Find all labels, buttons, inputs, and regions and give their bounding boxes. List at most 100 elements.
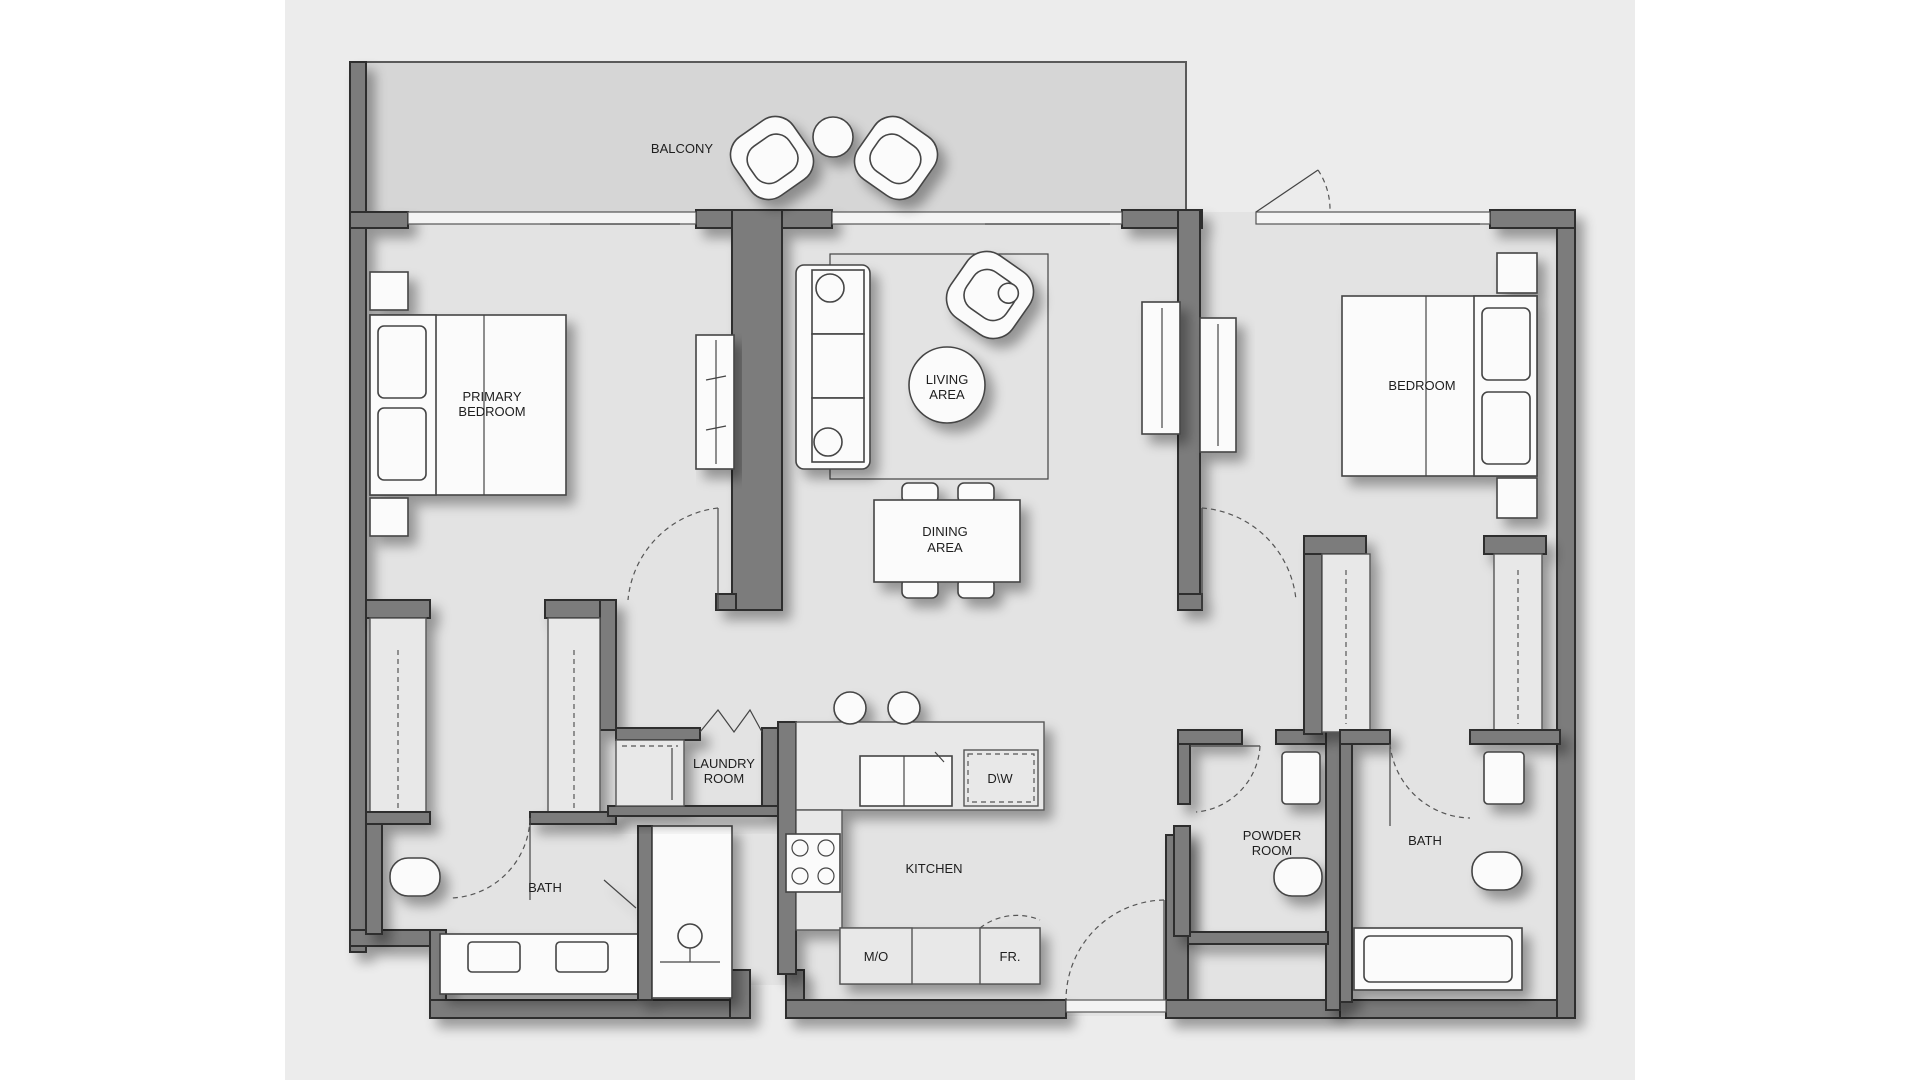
label-microwave: M/O [864,949,889,964]
wall-bottom-right [1339,999,1574,1019]
coffee-table [908,346,986,424]
wardrobe-primary [695,334,735,470]
label-dining-area-2: AREA [927,540,963,555]
wall-powder-left [1177,743,1191,805]
label-powder-room-2: ROOM [1252,843,1292,858]
primary-wardrobe [695,334,735,470]
label-primary-bedroom-1: PRIMARY [463,389,522,404]
label-bath-left: BATH [528,880,562,895]
bedroom-pillow-top [1481,307,1531,381]
wall-powder-door-jamb [1173,825,1191,937]
bedroom-pillow-bottom [1481,391,1531,465]
sofa-cushion-2 [811,333,865,399]
window-bedroom [1255,211,1491,225]
shower-left-bath [651,825,733,999]
wall-powder-bottom [1187,931,1329,945]
bar-stool-1 [833,691,867,725]
primary-bedroom-door [627,507,719,610]
wall-bath-right-inner [1339,743,1353,1003]
primary-pillow-top [377,325,427,399]
label-dishwasher: D\W [987,771,1013,786]
primary-bedroom [369,271,567,537]
window-primary [407,211,697,225]
wall-bottom-kitchen-step [729,969,751,1019]
powder-toilet [1273,857,1323,897]
label-bedroom: BEDROOM [1388,378,1455,393]
right-bath-toilet [1471,851,1523,891]
bar-stool-2 [887,691,921,725]
sink-left-bath-2 [555,941,609,973]
laundry-appliances [615,739,685,807]
balcony-chair-left [729,115,815,201]
nightstand-top-right [1496,252,1538,294]
wall-right-outer [1556,209,1576,1019]
right-bath [1339,743,1525,1003]
powder-sink [1281,751,1321,805]
wall-bottom-kitchen-run [785,999,1067,1019]
wall-closet-left [365,599,431,619]
wall-powder-right [1325,729,1341,1011]
balcony-chair-right [853,115,939,201]
label-dining-area-1: DINING [922,524,968,539]
dining-furniture [873,482,1021,599]
wall-bath-shower [637,825,653,1001]
wall-bedroom-door-stub [1177,593,1203,611]
wall-bath-partition-left [365,823,383,935]
toilet-left-bath [389,857,441,897]
label-powder-room-1: POWDER [1243,828,1302,843]
wall-bottom-bath [429,999,751,1019]
wall-closet-right-post [1303,553,1323,735]
left-bath [365,823,733,1001]
wall-primary-door-stub [715,593,737,611]
left-bath-door [451,817,531,900]
nightstand-top-left [369,271,409,311]
wall-bath-top-left [365,811,431,825]
label-fridge: FR. [1000,949,1021,964]
outer-walls [349,61,1576,1019]
laundry-bifold-door [699,708,763,734]
shower-head-left [677,923,703,949]
wall-laundry-top-left [615,727,701,741]
label-laundry-room-2: ROOM [704,771,744,786]
sink-left-bath-1 [467,941,521,973]
wall-left-outer [349,61,367,953]
right-bath-door [1389,743,1471,826]
label-living-area-2: AREA [929,387,965,402]
wall-living-bedroom [1177,209,1201,611]
dining-table [873,499,1021,583]
wall-bath-right-top-b [1469,729,1561,745]
nightstand-bottom-left [369,497,409,537]
label-laundry-room-1: LAUNDRY [693,756,755,771]
sofa-pillow-top [815,273,845,303]
wall-closet-right-post [599,599,617,731]
right-closets [1303,535,1561,745]
bedroom-door [1201,507,1297,610]
balcony-door-leaf [1255,169,1319,213]
kitchen [777,691,1045,985]
powder-room-door [1190,745,1261,813]
primary-pillow-bottom [377,407,427,481]
label-balcony: BALCONY [651,141,713,156]
microwave [839,927,913,985]
bedroom-furniture [1341,252,1538,519]
balcony-furniture [729,115,939,201]
window-living [831,211,1123,225]
wall-closet-right-b [1483,535,1547,555]
wall-bath-right-top-a [1339,729,1391,745]
wall-top-right-cap [1489,209,1576,229]
label-primary-bedroom-2: BEDROOM [458,404,525,419]
wall-powder-top [1177,729,1243,745]
wall-laundry-bottom [607,805,779,817]
entry-door [1065,899,1167,1013]
right-bath-tub-inner [1363,935,1513,983]
facade-windows [407,169,1491,225]
right-bath-sink [1483,751,1525,805]
label-kitchen: KITCHEN [905,861,962,876]
bedroom-wardrobe [1141,301,1237,453]
laundry-room [607,727,779,817]
living-armchair [945,250,1035,340]
wardrobe-bedroom-left [1141,301,1181,435]
living-furniture [795,250,1035,470]
